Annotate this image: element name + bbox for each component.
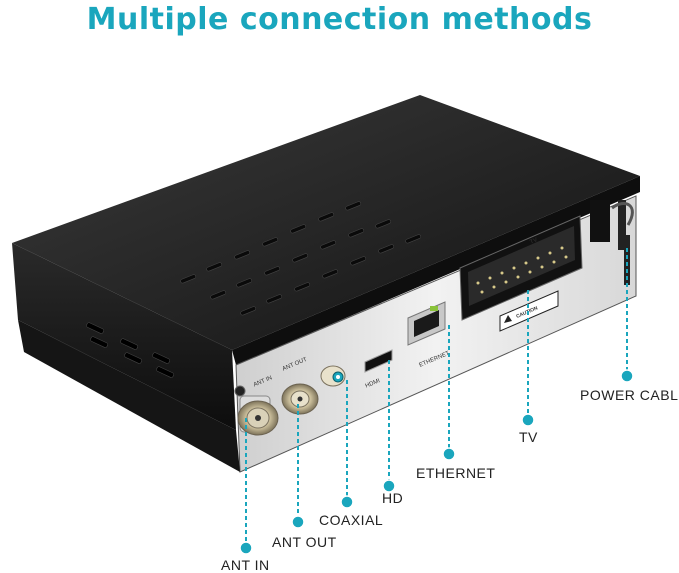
ethernet-port-icon: [407, 301, 446, 346]
callout-hd: HD: [382, 490, 404, 506]
callout-ant-in: ANT IN: [221, 557, 270, 573]
callout-coaxial: COAXIAL: [319, 512, 384, 528]
callout-dots: [239, 369, 634, 555]
callout-lines: [245, 248, 628, 548]
callout-ant-out: ANT OUT: [272, 534, 337, 550]
top-vents: [180, 201, 422, 316]
callout-tv: TV: [519, 429, 538, 445]
device-top: [12, 95, 640, 350]
callout-ethernet: ETHERNET: [416, 465, 496, 481]
ant-in-connector-icon: [237, 395, 279, 436]
coaxial-connector-icon: [320, 365, 346, 387]
screw-icon: [234, 385, 246, 397]
power-inlet-icon: [590, 200, 634, 285]
ant-out-connector-icon: [281, 383, 319, 415]
hdmi-port-icon: [364, 349, 393, 373]
scart-port-icon: [459, 215, 583, 321]
callout-power-cable: POWER CABLE: [580, 387, 679, 403]
panel-hdmi-text: HDMI: [365, 378, 382, 390]
device-left-side: [12, 243, 236, 430]
page-title: Multiple connection methods: [86, 2, 593, 37]
device-front-rim: [232, 176, 640, 365]
side-vents: [86, 322, 174, 378]
panel-tv-text: TV: [529, 237, 538, 246]
